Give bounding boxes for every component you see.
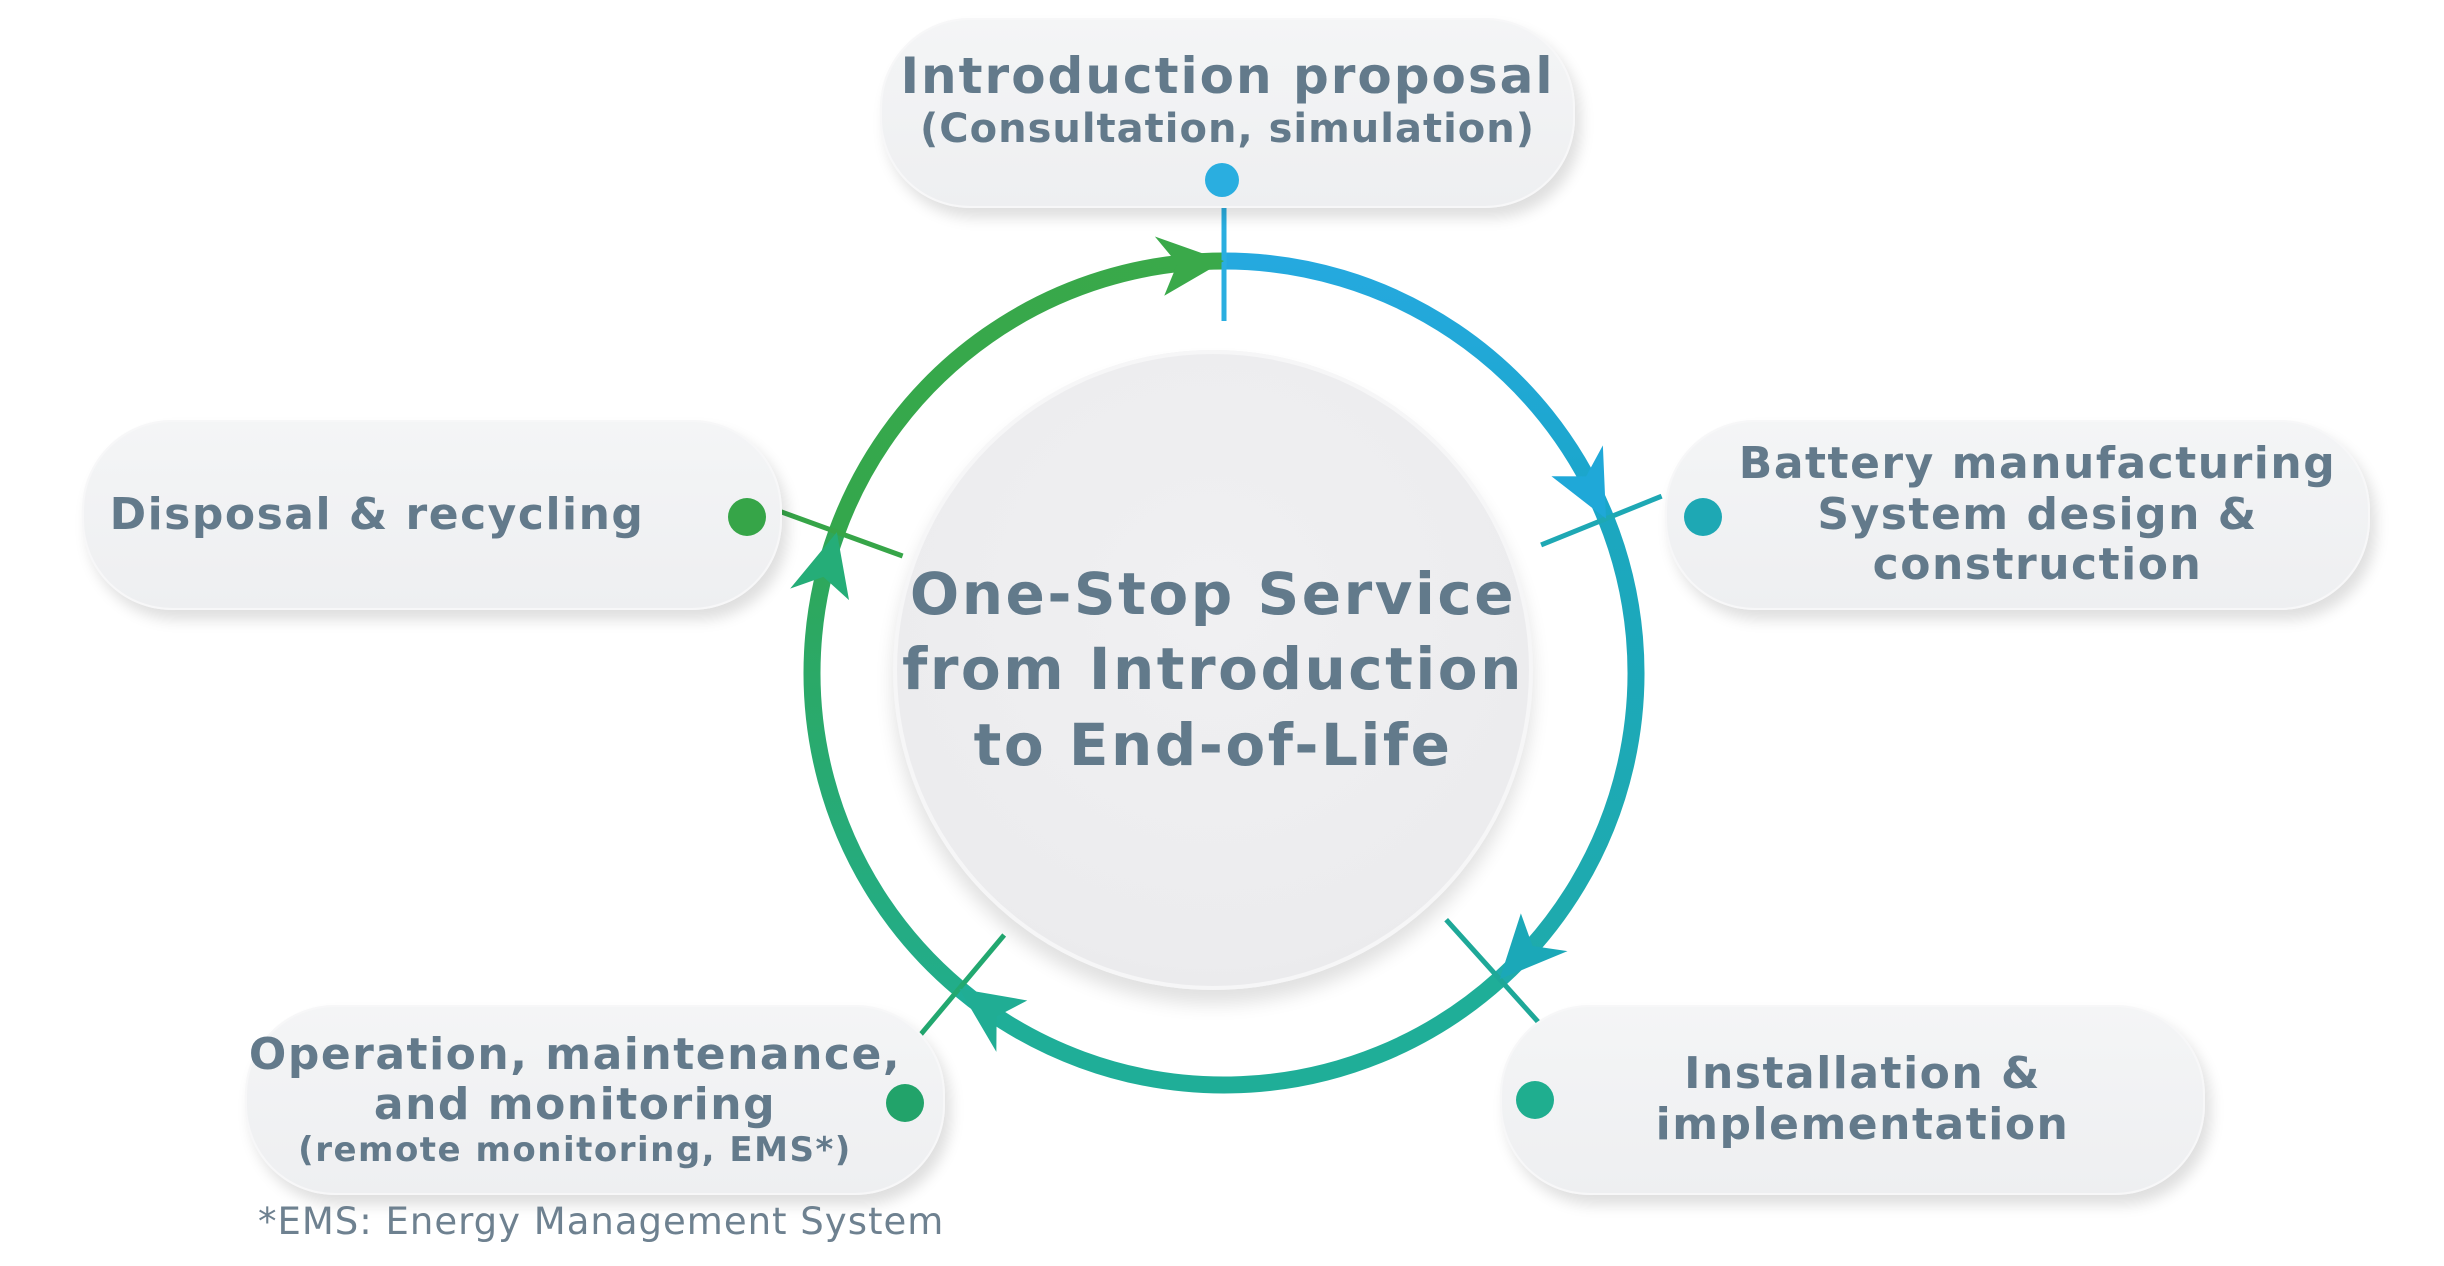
arc-operation-to-disposal — [803, 529, 965, 996]
arrowhead-to-disposal — [790, 532, 850, 601]
arc-battery-to-installation — [1493, 515, 1645, 986]
tick-disposal — [770, 505, 904, 559]
stage-introduction-proposal: Introduction proposal (Consultation, sim… — [880, 18, 1575, 208]
stage-disposal-title: Disposal & recycling — [109, 488, 645, 540]
arc-introduction-to-battery — [1223, 252, 1614, 522]
center-title-disc: One-Stop Service from Introduction to En… — [893, 350, 1533, 990]
stage-battery-line-2: System design & — [1817, 488, 2258, 540]
stage-operation-line-1: Operation, maintenance, — [248, 1028, 902, 1080]
stage-disposal-recycling: Disposal & recycling — [82, 420, 782, 610]
stage-introduction-subtitle: (Consultation, simulation) — [919, 105, 1536, 152]
stage-introduction-title: Introduction proposal — [900, 47, 1555, 105]
center-title-line-2: from Introduction — [902, 635, 1524, 704]
stage-operation-maintenance: Operation, maintenance, and monitoring (… — [245, 1005, 945, 1195]
arrowhead-to-operation — [959, 988, 1028, 1052]
arrowhead-to-introduction — [1154, 236, 1224, 296]
arrowhead-to-installation — [1499, 913, 1568, 980]
stage-installation-line-1: Installation & — [1684, 1048, 2041, 1100]
center-title-line-1: One-Stop Service — [909, 559, 1517, 628]
stage-operation-line-2: and monitoring — [373, 1079, 777, 1131]
tick-installation — [1444, 918, 1549, 1033]
stage-battery-line-3: construction — [1872, 539, 2203, 591]
tick-battery — [1540, 493, 1663, 548]
arc-installation-to-operation — [953, 972, 1506, 1094]
arrowhead-to-battery — [1551, 445, 1606, 519]
center-title-line-3: to End-of-Life — [973, 710, 1453, 779]
stage-operation-subtitle: (remote monitoring, EMS*) — [298, 1130, 852, 1171]
stage-battery-manufacturing: Battery manufacturing System design & co… — [1665, 420, 2370, 610]
stage-battery-line-1: Battery manufacturing — [1738, 438, 2337, 490]
stage-installation-line-2: implementation — [1655, 1099, 2070, 1150]
arc-disposal-to-introduction — [828, 252, 1225, 536]
footnote-ems: *EMS: Energy Management System — [258, 1200, 945, 1243]
stage-installation: Installation & implementation — [1500, 1005, 2205, 1195]
